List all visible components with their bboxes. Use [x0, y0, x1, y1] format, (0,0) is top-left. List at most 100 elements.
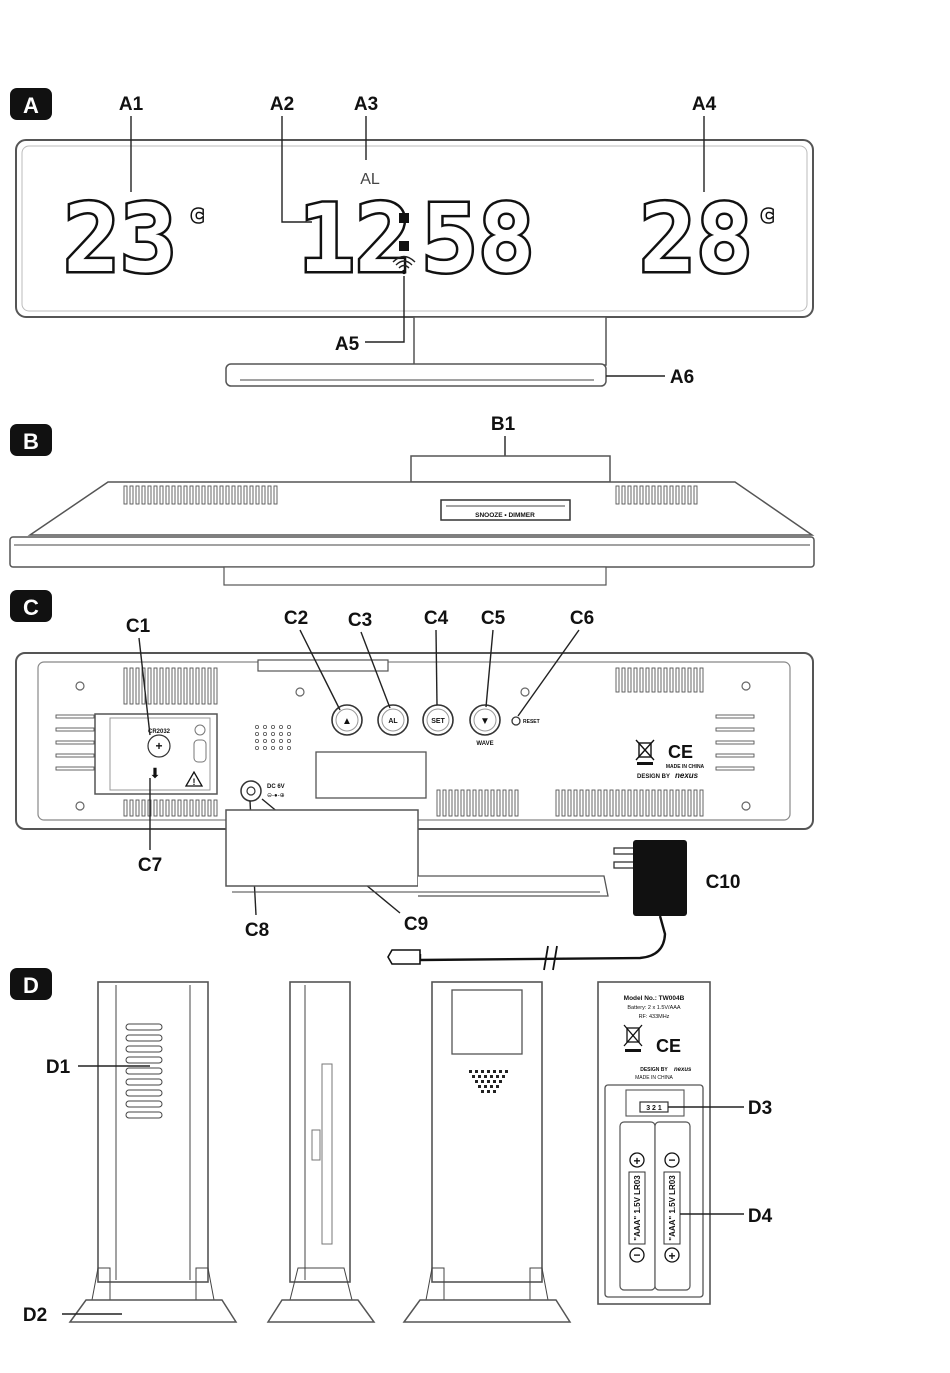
- vent-slot: [237, 485, 242, 505]
- battery-label-left: "AAA" 1.5V LR03: [633, 1175, 642, 1241]
- back-design-by: DESIGN BY: [637, 774, 670, 780]
- section-a-letter: A: [23, 93, 39, 118]
- screw-holes: [75, 681, 751, 811]
- vent-slot: [213, 667, 218, 705]
- side-fin: [55, 714, 95, 719]
- vent-slot: [171, 799, 176, 817]
- up-button-label: ▲: [342, 716, 352, 727]
- vent-slot: [183, 667, 188, 705]
- outdoor-unit: c: [760, 200, 774, 228]
- vent-slot: [207, 485, 212, 505]
- vent-slot: [651, 667, 656, 693]
- vent-slot: [496, 789, 501, 817]
- sensor-ce-icon: CE: [656, 1036, 681, 1056]
- alarm-button[interactable]: AL: [377, 704, 409, 736]
- outdoor-temperature: 28: [639, 185, 752, 294]
- vent-slot: [255, 485, 260, 505]
- channel-switch-label: 3 2 1: [646, 1105, 662, 1112]
- polarity-icon: ⊖-●-⊕: [267, 793, 285, 799]
- vent-slot: [693, 789, 698, 817]
- vent-slot: [129, 485, 134, 505]
- vent-slot: [177, 799, 182, 817]
- label-d1: D1: [46, 1057, 71, 1078]
- vent-slot: [502, 789, 507, 817]
- vent-slot: [165, 799, 170, 817]
- label-c5: C5: [481, 608, 506, 629]
- reset-label: RESET: [523, 719, 540, 725]
- vent-slot: [651, 485, 656, 505]
- alarm-indicator: AL: [360, 171, 380, 188]
- vent-slot: [153, 485, 158, 505]
- speaker-dot: [286, 739, 291, 744]
- power-plug: [387, 949, 421, 965]
- up-button[interactable]: ▲: [331, 704, 363, 736]
- vent-slot: [669, 485, 674, 505]
- vent-slot: [657, 667, 662, 693]
- display-bezel: [21, 145, 808, 312]
- vent-slot: [147, 485, 152, 505]
- set-button[interactable]: SET: [422, 704, 454, 736]
- weee-bin-icon: [635, 739, 655, 765]
- label-c1: C1: [126, 616, 151, 637]
- vent-slot: [448, 789, 453, 817]
- vent-slot: [213, 799, 218, 817]
- vent-slot: [555, 789, 560, 817]
- grip-dot: [487, 1080, 490, 1083]
- vent-slot: [621, 667, 626, 693]
- section-d-letter: D: [23, 973, 39, 998]
- vent-slot: [135, 799, 140, 817]
- grip-dot: [481, 1080, 484, 1083]
- vent-slot: [681, 789, 686, 817]
- battery-label-right: "AAA" 1.5V LR03: [668, 1175, 677, 1241]
- speaker-dot: [270, 739, 275, 744]
- vent-slot: [639, 485, 644, 505]
- vent-slot: [675, 667, 680, 693]
- down-wave-button[interactable]: ▼: [469, 704, 501, 736]
- minus-icon: −: [633, 1248, 640, 1262]
- vent-slot: [219, 485, 224, 505]
- battery-slot-right: [654, 1121, 691, 1291]
- vent-slot: [466, 789, 471, 817]
- lid-screw-icon: [194, 724, 206, 736]
- speaker-dot: [286, 732, 291, 737]
- vent-slot: [585, 789, 590, 817]
- time-colon-bottom: [399, 241, 409, 251]
- speaker-dot: [262, 739, 267, 744]
- display-stand-neck: [413, 316, 607, 366]
- label-a5: A5: [335, 334, 360, 355]
- grip-dot: [475, 1070, 478, 1073]
- speaker-dot: [270, 746, 275, 751]
- speaker-dot: [254, 732, 259, 737]
- side-fin: [715, 766, 755, 771]
- speaker-dot: [278, 725, 283, 730]
- vent-slot: [135, 485, 140, 505]
- leader-c2: [299, 629, 341, 711]
- leader-a5: [365, 276, 405, 343]
- vent-slot: [657, 485, 662, 505]
- down-button-label: ▼: [480, 716, 490, 727]
- back-made-in: MADE IN CHINA: [666, 764, 705, 770]
- grip-dot: [472, 1075, 475, 1078]
- label-c2: C2: [284, 608, 308, 629]
- speaker-dot: [262, 746, 267, 751]
- grip-dot: [484, 1085, 487, 1088]
- sensor-brand: nexus: [674, 1067, 692, 1073]
- plus-icon: +: [633, 1154, 640, 1168]
- vent-slot: [125, 1100, 163, 1108]
- top-front-edge: [9, 536, 815, 568]
- vent-slot: [125, 1034, 163, 1042]
- time-colon-top: [399, 213, 409, 223]
- vent-slot: [153, 667, 158, 705]
- time-minutes: 58: [421, 185, 534, 294]
- speaker-dot: [270, 732, 275, 737]
- sensor-front-view: [68, 981, 238, 1323]
- speaker-dot: [270, 725, 275, 730]
- reset-button[interactable]: [511, 716, 521, 726]
- leader-c4: [435, 629, 438, 706]
- vent-slot: [436, 789, 441, 817]
- grip-dot: [496, 1075, 499, 1078]
- speaker-dot: [262, 732, 267, 737]
- vent-slot: [129, 799, 134, 817]
- snooze-dimmer-button[interactable]: [440, 499, 571, 521]
- grip-dot: [481, 1070, 484, 1073]
